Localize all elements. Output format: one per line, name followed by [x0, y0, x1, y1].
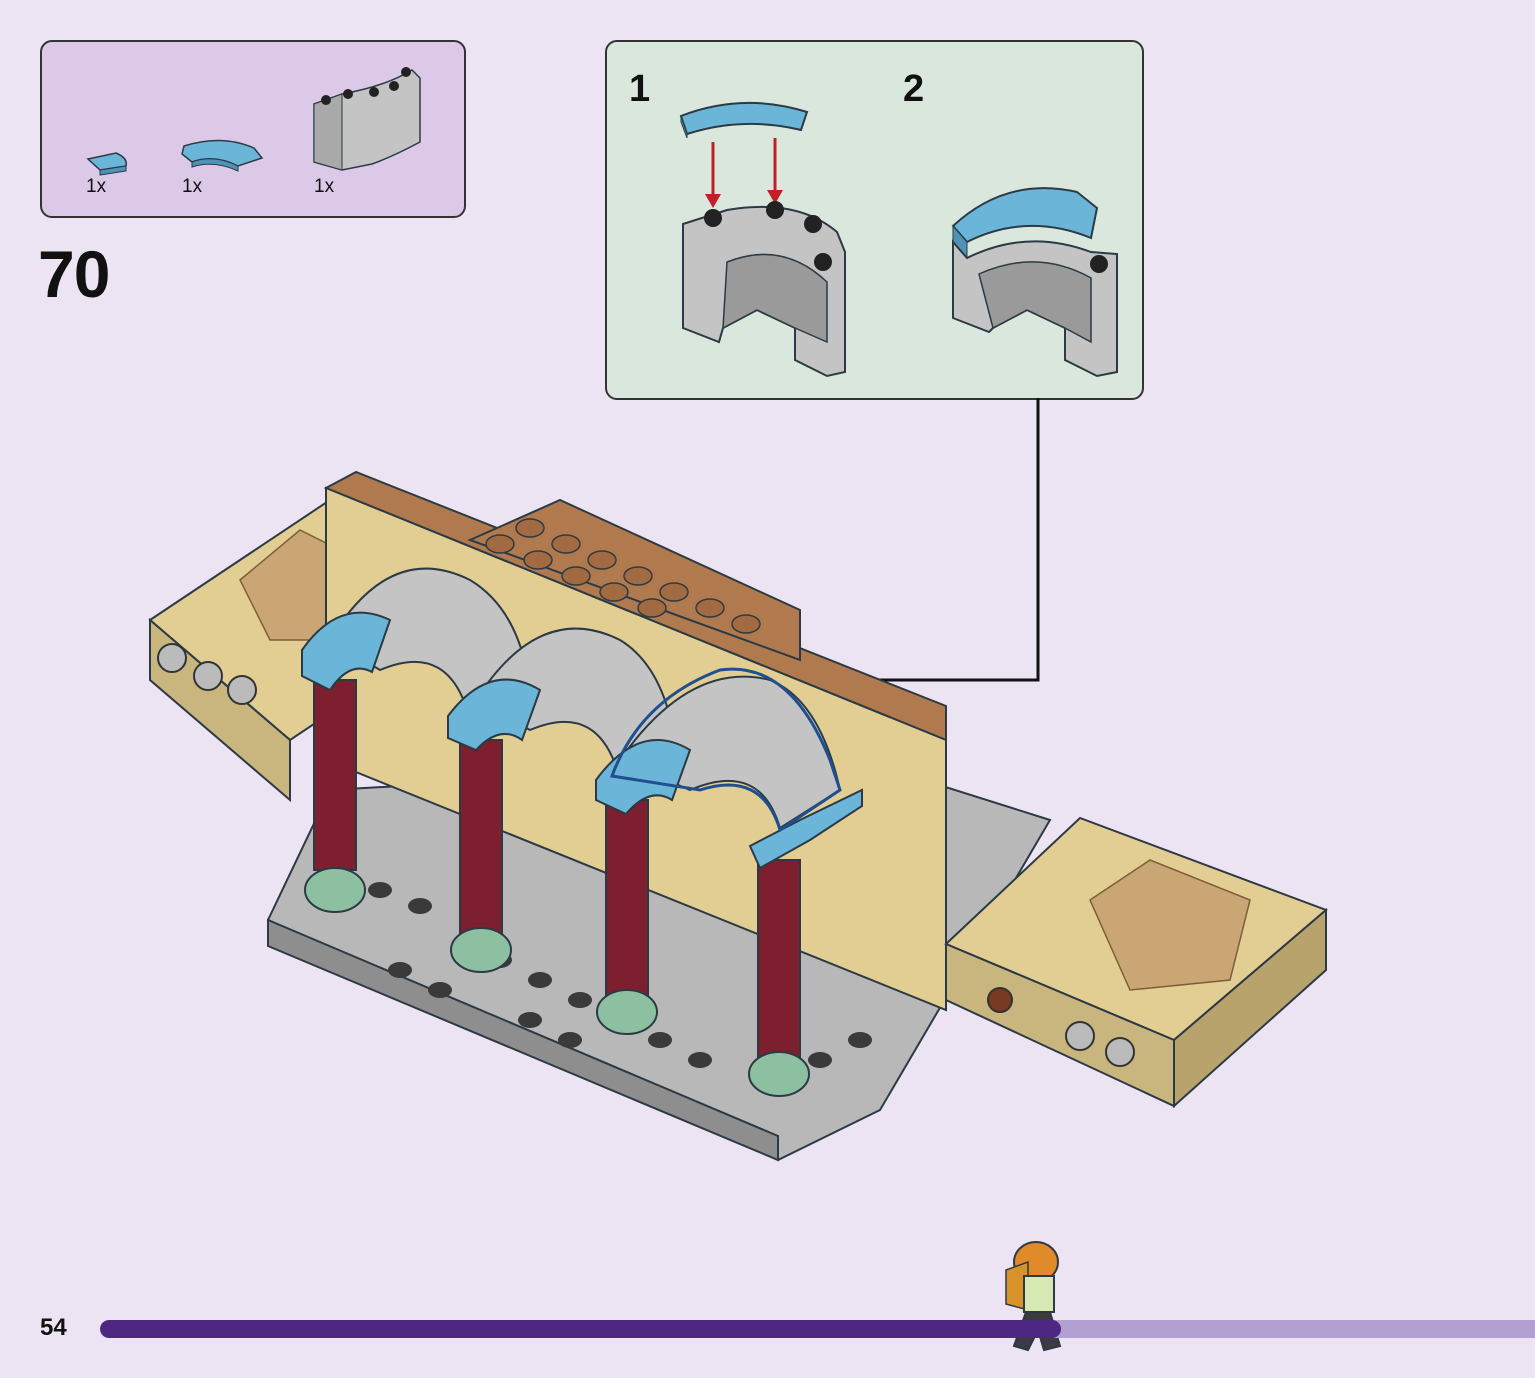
blue-curved-tile-small-icon — [86, 152, 128, 176]
substep-1-illustration — [679, 101, 846, 378]
parts-list-box: 1x 1x 1x — [40, 40, 466, 218]
progress-bar — [100, 1320, 1535, 1338]
part-count-2: 1x — [182, 176, 203, 197]
progress-fill — [100, 1320, 1062, 1338]
step-number: 70 — [38, 237, 110, 311]
part-count-3: 1x — [314, 176, 335, 197]
grey-curved-wall-brick-icon — [313, 67, 421, 171]
callout-connector — [786, 398, 1040, 694]
substep-label-2: 2 — [903, 68, 925, 110]
right-map-platform — [944, 816, 1328, 1109]
part-count-1: 1x — [86, 176, 107, 197]
page-number: 54 — [40, 1314, 67, 1341]
grey-arches — [301, 567, 863, 870]
parts-illustrations — [86, 67, 421, 176]
substep-label-1: 1 — [629, 68, 651, 110]
substep-2-illustration — [951, 187, 1118, 378]
substep-illustrations — [679, 101, 1118, 378]
substep-callout-box: 1 2 — [605, 40, 1144, 400]
red-columns — [304, 679, 810, 1097]
blue-curved-tile-large-icon — [181, 139, 264, 172]
